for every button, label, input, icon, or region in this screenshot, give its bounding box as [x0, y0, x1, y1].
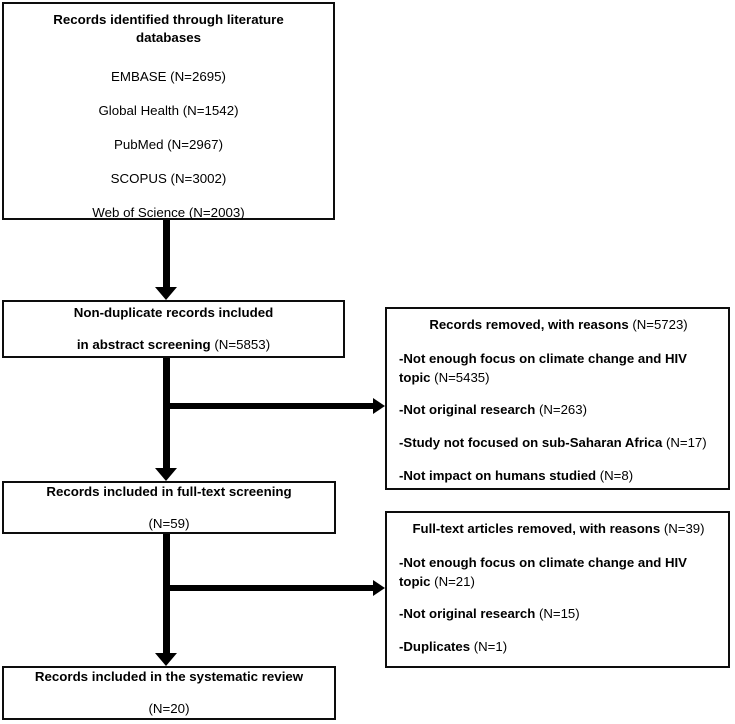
excluded-fulltext-reason-3-count: (N=1): [473, 639, 508, 655]
excluded-fulltext-reason-3: -Duplicates (N=1): [399, 638, 718, 657]
excluded-abstract-title: Records removed, with reasons (N=5723): [399, 317, 718, 332]
excluded-abstract-reason-2: -Not original research (N=263): [399, 401, 718, 420]
excluded-fulltext-reason-3-label: -Duplicates: [399, 639, 474, 655]
identification-header: Records identified through literature da…: [53, 12, 284, 46]
arrow-nonduplicate-to-excluded-shaft: [163, 403, 373, 409]
database-entry-global-health: Global Health (N=1542): [98, 102, 239, 118]
excluded-abstract-title-count: (N=5723): [632, 317, 688, 332]
excluded-abstract-title-label: Records removed, with reasons: [429, 317, 633, 332]
database-entry-scopus: SCOPUS (N=3002): [110, 170, 227, 186]
excluded-abstract-reason-4: -Not impact on humans studied (N=8): [399, 467, 718, 486]
excluded-fulltext-reason-1-count: (N=21): [434, 573, 475, 589]
excluded-fulltext-reason-1: -Not enough focus on climate change and …: [399, 554, 718, 591]
excluded-abstract-reason-3: -Study not focused on sub-Saharan Africa…: [399, 434, 718, 453]
box-nonduplicate-records: Non-duplicate records included in abstra…: [2, 300, 345, 358]
excluded-fulltext-reason-2: -Not original research (N=15): [399, 605, 718, 624]
nonduplicate-line2: in abstract screening (N=5853): [77, 336, 270, 354]
arrow-nonduplicate-to-fulltext-shaft: [163, 358, 170, 468]
database-entry-embase: EMBASE (N=2695): [111, 68, 226, 84]
nonduplicate-count: (N=5853): [214, 337, 271, 352]
arrow-fulltext-to-included-shaft: [163, 534, 170, 653]
box-records-included-review: Records included in the systematic revie…: [2, 666, 336, 720]
box-records-identified: Records identified through literature da…: [2, 2, 335, 220]
excluded-abstract-reason-1-label: -Not enough focus on climate change and …: [399, 351, 687, 385]
arrow-nonduplicate-to-excluded-head: [373, 398, 385, 414]
box-records-removed-abstract: Records removed, with reasons (N=5723) -…: [385, 307, 730, 490]
excluded-fulltext-reason-2-count: (N=15): [538, 606, 580, 622]
excluded-abstract-reason-1: -Not enough focus on climate change and …: [399, 350, 718, 387]
box-records-removed-fulltext: Full-text articles removed, with reasons…: [385, 511, 730, 668]
arrow-fulltext-to-excluded-shaft: [163, 585, 373, 591]
box-fulltext-screening: Records included in full-text screening …: [2, 481, 336, 534]
database-entry-web-of-science: Web of Science (N=2003): [92, 204, 245, 220]
excluded-fulltext-title-label: Full-text articles removed, with reasons: [412, 521, 664, 536]
nonduplicate-line1: Non-duplicate records included: [73, 305, 274, 321]
excluded-abstract-reason-1-count: (N=5435): [434, 369, 490, 385]
fulltext-line2: (N=59): [148, 515, 190, 531]
included-line1: Records included in the systematic revie…: [34, 669, 304, 685]
excluded-abstract-reason-4-count: (N=8): [599, 467, 634, 483]
excluded-abstract-reason-2-label: -Not original research: [399, 402, 539, 418]
excluded-fulltext-reason-1-label: -Not enough focus on climate change and …: [399, 555, 687, 589]
fulltext-line1: Records included in full-text screening: [46, 483, 292, 499]
arrow-nonduplicate-to-fulltext-head: [155, 468, 177, 481]
included-line2: (N=20): [148, 701, 190, 716]
arrow-fulltext-to-included-head: [155, 653, 177, 666]
arrow-identification-to-nonduplicate-shaft: [163, 220, 170, 287]
nonduplicate-line2-label: in abstract screening: [76, 337, 215, 352]
excluded-abstract-reason-3-count: (N=17): [665, 435, 707, 451]
arrow-fulltext-to-excluded-head: [373, 580, 385, 596]
excluded-abstract-reason-3-label: -Study not focused on sub-Saharan Africa: [399, 435, 666, 451]
arrow-identification-to-nonduplicate-head: [155, 287, 177, 300]
excluded-abstract-reason-4-label: -Not impact on humans studied: [399, 467, 600, 483]
excluded-fulltext-title-count: (N=39): [663, 521, 705, 536]
database-entry-pubmed: PubMed (N=2967): [113, 136, 224, 152]
excluded-abstract-reason-2-count: (N=263): [538, 402, 587, 418]
excluded-fulltext-title: Full-text articles removed, with reasons…: [399, 521, 718, 536]
excluded-fulltext-reason-2-label: -Not original research: [399, 606, 539, 622]
